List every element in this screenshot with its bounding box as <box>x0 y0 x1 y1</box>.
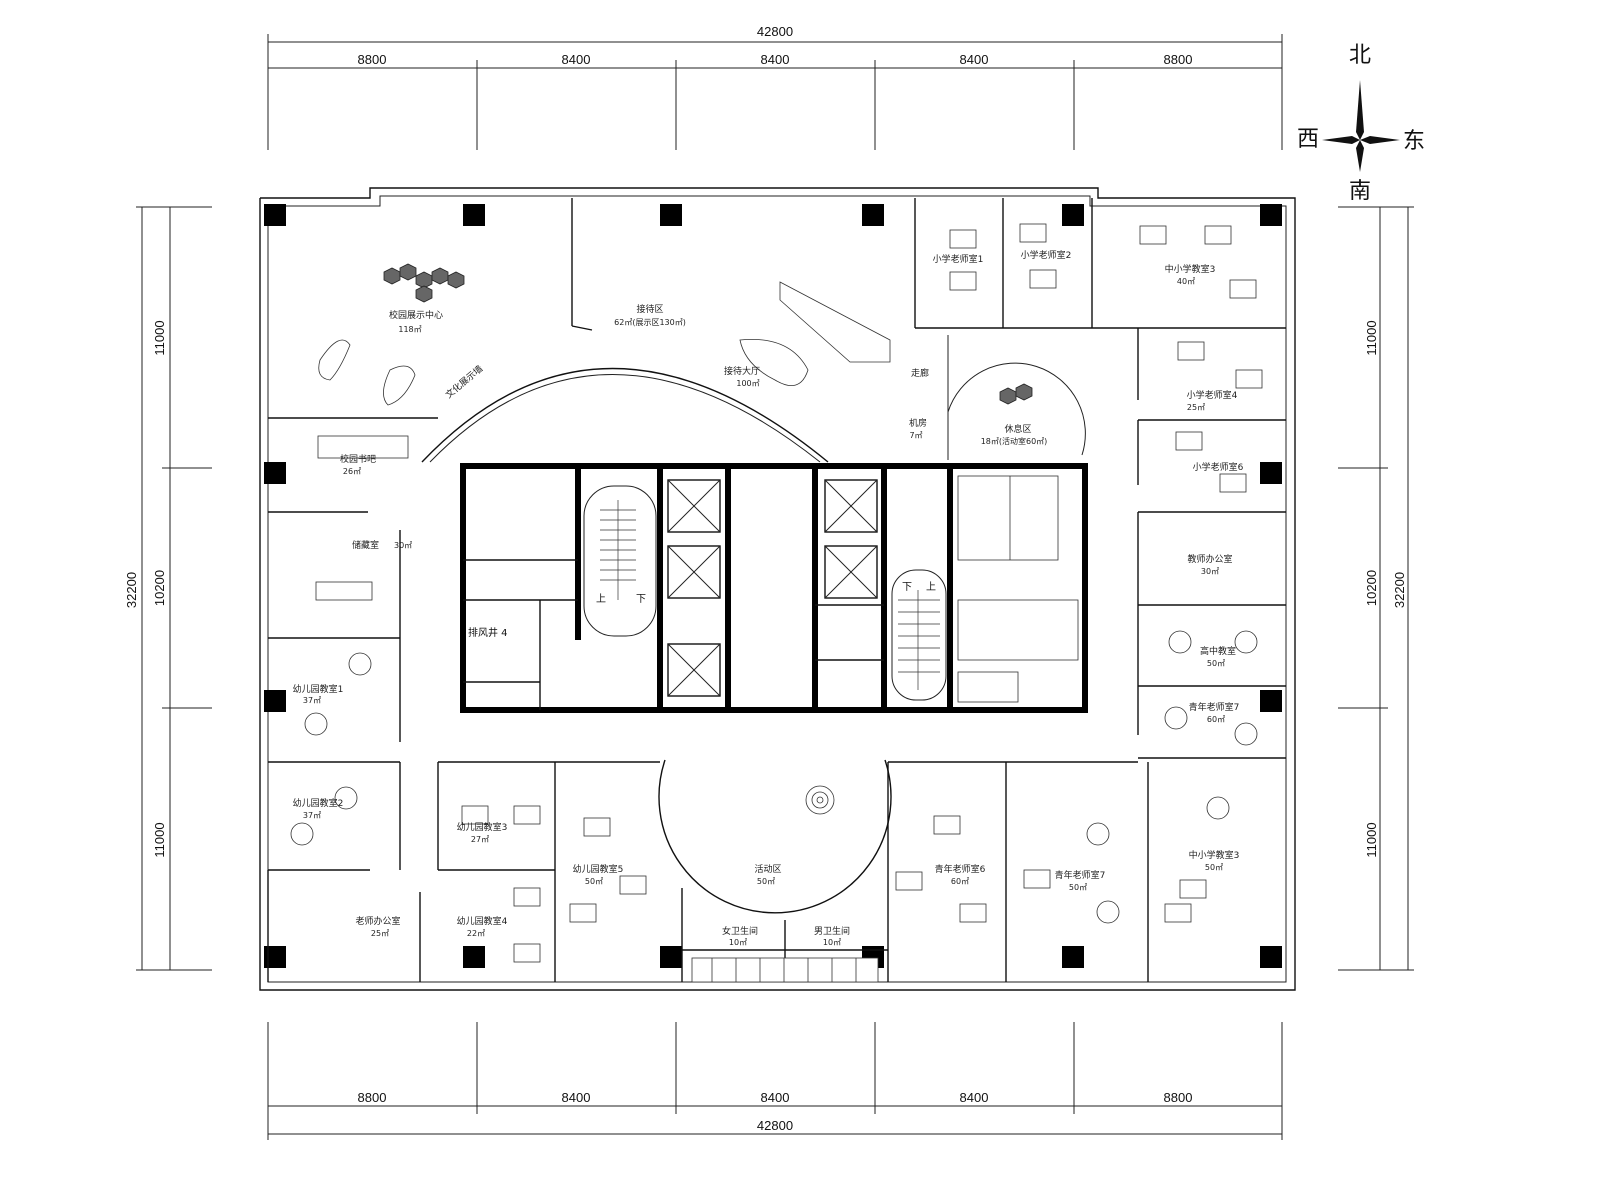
room-name-27: 走廊 <box>911 367 929 379</box>
left-dimensions: 32200 11000 10200 11000 <box>124 206 212 971</box>
building-outline <box>259 187 1296 991</box>
stair-left-up: 上 <box>596 593 606 605</box>
compass-arrow-icon <box>1356 80 1364 140</box>
room-name-5: 幼儿园教室1 <box>293 683 344 695</box>
room-name-18: 高中教室 <box>1200 645 1236 657</box>
compass-north: 北 <box>1349 43 1371 68</box>
right-total-dim: 32200 <box>1392 572 1407 608</box>
stair-left-down: 下 <box>636 594 646 605</box>
top-dim-3: 8400 <box>761 52 790 67</box>
room-name-24: 小学老师室1 <box>933 253 984 265</box>
room-name-21: 小学老师室4 <box>1187 389 1238 401</box>
room-area-14: 60㎡ <box>951 877 969 886</box>
room-area-17: 60㎡ <box>1207 715 1225 724</box>
room-name-20: 小学老师室6 <box>1193 461 1244 473</box>
top-dimensions: 42800 8800 8400 8400 8400 8800 <box>267 24 1283 150</box>
room-area-0: 118㎡ <box>398 325 421 334</box>
top-dim-4: 8400 <box>960 52 989 67</box>
room-area-11: 50㎡ <box>757 877 775 886</box>
structural-columns <box>264 204 1282 968</box>
bottom-dim-4: 8400 <box>960 1090 989 1105</box>
room-area-19: 30㎡ <box>1201 567 1219 576</box>
stair-right-up: 上 <box>926 581 936 593</box>
room-area-6: 37㎡ <box>303 811 321 820</box>
compass-south: 南 <box>1349 179 1371 204</box>
room-name-6: 幼儿园教室2 <box>293 797 344 809</box>
right-dim-2: 10200 <box>1364 570 1379 606</box>
compass-east: 东 <box>1403 129 1425 154</box>
room-area-12: 10㎡ <box>729 938 747 947</box>
room-name-16: 中小学教室3 <box>1189 849 1240 861</box>
room-area-22: 40㎡ <box>1177 277 1195 286</box>
room-name-12: 女卫生间 <box>722 925 758 937</box>
room-area-9: 22㎡ <box>467 929 485 938</box>
right-dim-3: 11000 <box>1364 822 1379 857</box>
room-name-11: 活动区 <box>754 863 781 875</box>
furniture <box>290 223 1263 983</box>
left-total-dim: 32200 <box>124 572 139 608</box>
left-dim-3: 11000 <box>152 822 167 857</box>
room-name-25: 休息区 <box>1004 423 1031 435</box>
room-area-26: 7㎡ <box>909 431 922 440</box>
room-name-22: 中小学教室3 <box>1165 263 1216 275</box>
room-name-1: 接待区 <box>636 303 663 315</box>
bottom-dim-1: 8800 <box>358 1090 387 1105</box>
room-labels: 校园展示中心 118㎡ 接待区 62㎡(展示区130㎡) 接待大厅 100㎡ 校… <box>293 249 1244 947</box>
room-name-4: 储藏室 <box>352 539 379 551</box>
room-name-28: 文化展示墙 <box>443 363 485 401</box>
room-area-2: 100㎡ <box>736 379 759 388</box>
bottom-dim-2: 8400 <box>562 1090 591 1105</box>
room-area-4: 30㎡ <box>394 541 412 550</box>
room-name-2: 接待大厅 <box>724 365 760 377</box>
room-area-15: 50㎡ <box>1069 883 1087 892</box>
room-name-13: 男卫生间 <box>814 925 850 937</box>
top-dim-1: 8800 <box>358 52 387 67</box>
right-dim-1: 11000 <box>1364 320 1379 355</box>
right-dimensions: 11000 10200 11000 32200 <box>1338 206 1414 971</box>
room-area-1: 62㎡(展示区130㎡) <box>614 318 686 327</box>
room-name-8: 幼儿园教室3 <box>457 821 508 833</box>
core-shaft-label: 排风井 4 <box>468 626 508 639</box>
compass: 北 南 西 东 <box>1297 43 1425 204</box>
room-area-18: 50㎡ <box>1207 659 1225 668</box>
room-name-0: 校园展示中心 <box>389 309 443 321</box>
interior-walls <box>267 198 1286 982</box>
room-name-9: 幼儿园教室4 <box>457 915 508 927</box>
building-core: 排风井 4 上 下 下 上 <box>460 463 1088 713</box>
room-area-8: 27㎡ <box>471 835 489 844</box>
room-area-25: 18㎡(活动室60㎡) <box>981 436 1048 446</box>
room-area-5: 37㎡ <box>303 696 321 705</box>
bottom-dim-5: 8800 <box>1164 1090 1193 1105</box>
bottom-dimensions: 8800 8400 8400 8400 8800 42800 <box>267 1022 1283 1140</box>
room-name-17: 青年老师室7 <box>1189 701 1240 713</box>
room-name-26: 机房 <box>909 417 927 429</box>
bottom-dim-3: 8400 <box>761 1090 790 1105</box>
stair-right-down: 下 <box>902 582 912 593</box>
left-dim-1: 11000 <box>152 320 167 355</box>
room-area-21: 25㎡ <box>1187 403 1205 412</box>
room-name-19: 教师办公室 <box>1187 553 1232 565</box>
room-name-3: 校园书吧 <box>340 453 376 465</box>
top-dim-2: 8400 <box>562 52 591 67</box>
left-dim-2: 10200 <box>152 570 167 606</box>
top-dim-5: 8800 <box>1164 52 1193 67</box>
room-name-23: 小学老师室2 <box>1021 249 1072 261</box>
room-area-3: 26㎡ <box>343 467 361 476</box>
room-name-15: 青年老师室7 <box>1055 869 1106 881</box>
room-area-7: 25㎡ <box>371 929 389 938</box>
room-name-7: 老师办公室 <box>355 915 400 927</box>
bottom-total-dim: 42800 <box>757 1118 793 1133</box>
room-area-13: 10㎡ <box>823 938 841 947</box>
room-name-14: 青年老师室6 <box>935 863 986 875</box>
room-area-16: 50㎡ <box>1205 863 1223 872</box>
room-area-10: 50㎡ <box>585 877 603 886</box>
compass-west: 西 <box>1297 127 1319 152</box>
room-name-10: 幼儿园教室5 <box>573 863 624 875</box>
top-total-dim: 42800 <box>757 24 793 39</box>
